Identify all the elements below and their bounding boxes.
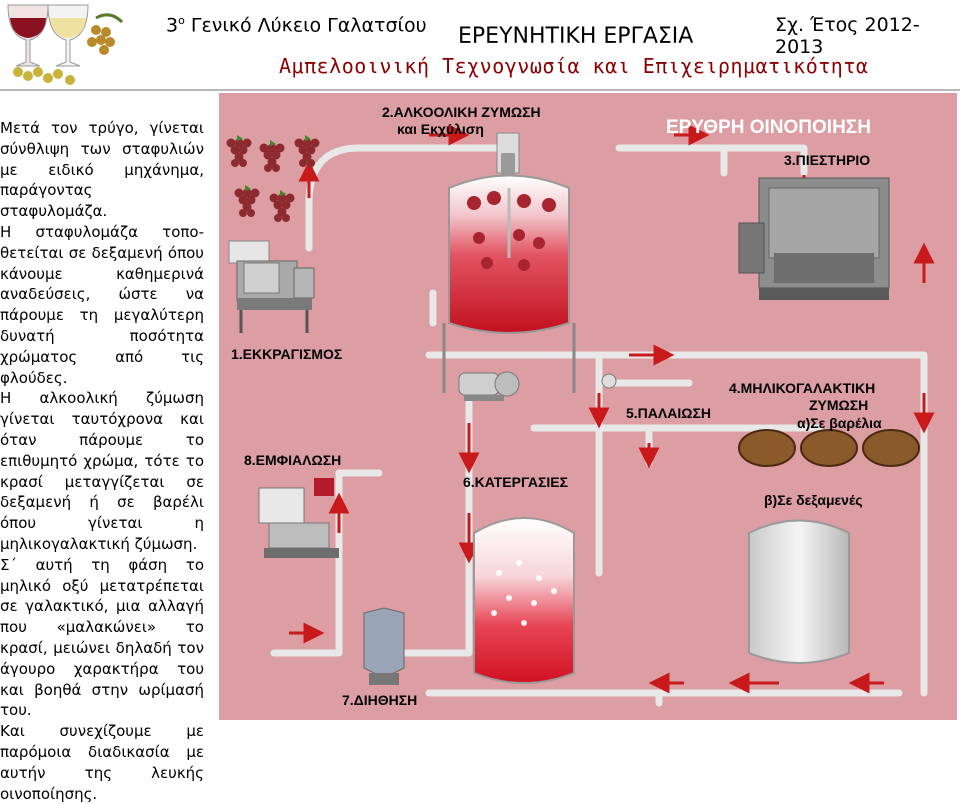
step4b-label: β)Σε δεξαμενές: [764, 492, 863, 508]
step2-sublabel: και Εκχύλιση: [397, 121, 484, 137]
wine-press: [738, 177, 890, 300]
pump: [458, 371, 520, 401]
step3-label: 3.ΠΙΕΣΤΗΡΙΟ: [784, 152, 870, 168]
paragraph: Η σταφυλομάζα τοπο-θετείται σε δεξαμενή …: [0, 222, 204, 387]
step6-label: 6.ΚΑΤΕΡΓΑΣΙΕΣ: [463, 474, 568, 490]
step4a-label: α)Σε βαρέλια: [797, 415, 882, 431]
step7-label: 7.ΔΙΗΘΗΣΗ: [342, 692, 417, 708]
barrels: [738, 429, 920, 467]
destemmer-machine: [228, 240, 315, 333]
header-divider: [0, 89, 960, 91]
paragraph: Η αλκοολική ζύμωση γίνεται ταυτόχρονα κα…: [0, 389, 204, 553]
paragraph: Σ΄ αυτή τη φάση το μηλικό οξύ μετατρέπετ…: [0, 555, 204, 720]
paragraph: Και συνεχίζουμε με παρόμοια διαδικασία μ…: [0, 722, 204, 803]
step2-label: 2.ΑΛΚΟΟΛΙΚΗ ΖΥΜΩΣΗ: [382, 104, 541, 120]
step8-label: 8.ΕΜΦΙΑΛΩΣΗ: [244, 452, 341, 468]
fermentation-tank: [442, 132, 576, 393]
stainless-tank: [748, 519, 850, 664]
wine-grapes-logo: [0, 0, 128, 90]
subtitle: Αμπελοοινική Τεχνογνωσία και Επιχειρηματ…: [279, 54, 869, 78]
school-name: 3ο Γενικό Λύκειο Γαλατσίου: [166, 14, 427, 37]
filter: [363, 607, 405, 685]
project-title: ΕΡΕΥΝΗΤΙΚΗ ΕΡΓΑΣΙΑ: [458, 24, 694, 49]
school-year: Σχ. Έτος 2012-2013: [775, 14, 920, 58]
step1-label: 1.ΕΚΚΡΑΓΙΣΜΟΣ: [231, 346, 342, 362]
red-winemaking-diagram: ΕΡΥΘΡΗ ΟΙΝΟΠΟΙΗΣΗ 2.ΑΛΚΟΟΛΙΚΗ ΖΥΜΩΣΗ και…: [219, 93, 957, 720]
step5-label: 5.ΠΑΛΑΙΩΣΗ: [626, 405, 711, 421]
valve: [601, 373, 617, 389]
step4-label: 4.ΜΗΛΙΚΟΓΑΛΑΚΤΙΚΗ: [729, 380, 875, 396]
diagram-title: ΕΡΥΘΡΗ ΟΙΝΟΠΟΙΗΣΗ: [666, 117, 871, 138]
step4-sublabel: ΖΥΜΩΣΗ: [809, 397, 868, 413]
description-text: Μετά τον τρύγο, γίνεται σύνθλιψη των στα…: [0, 118, 204, 804]
paragraph: Μετά τον τρύγο, γίνεται σύνθλιψη των στα…: [0, 119, 204, 221]
bottling-machine: [258, 478, 339, 558]
treatment-tank: [473, 517, 575, 684]
